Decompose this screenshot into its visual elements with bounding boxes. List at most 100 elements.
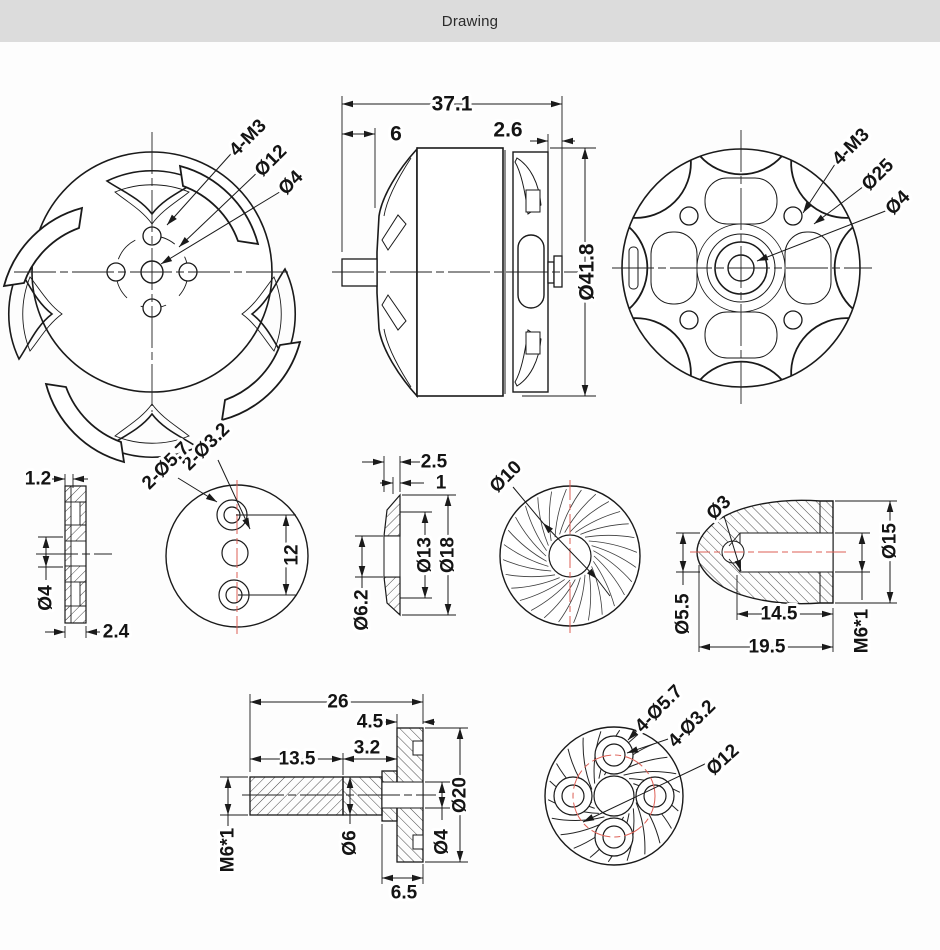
dim-shaft-length: 26: [327, 692, 348, 713]
dim-nut-length: 19.5: [749, 637, 786, 658]
adapter-center-bore: [593, 775, 635, 817]
dim-shaft-dia: Ø6: [340, 830, 361, 855]
dim-side-overall: 37.1: [432, 93, 473, 116]
leader-adapter-large-holes: [627, 717, 650, 741]
dim-side-front-len: 6: [390, 123, 402, 146]
mount-plate-view: 2-Ø3.2 2-Ø5.7 12: [135, 416, 309, 634]
side-bell-pocket: [381, 294, 407, 331]
washer-section-view: 1.2 Ø4 2.4: [22, 466, 133, 646]
adapter-hole-large: [594, 817, 634, 857]
dim-shaft-step-w: 3.2: [354, 738, 380, 759]
adapter-hole-mask: [595, 736, 633, 774]
dim-shaft-thread-len: 13.5: [279, 749, 316, 770]
technical-drawing-canvas: 4-M3 Ø12 Ø4 37.1: [3, 90, 918, 907]
leader-plate-small-holes: [217, 459, 251, 530]
side-bell-line: [383, 328, 412, 388]
side-bell: [376, 146, 418, 399]
side-capsule-slot: [517, 234, 545, 309]
dim-washer-lip: 1.2: [25, 469, 51, 490]
cone-bottom-section: [383, 576, 401, 617]
dim-shaft-hub-w: 6.5: [391, 883, 418, 904]
dim-washer-thickness: 2.4: [103, 622, 130, 643]
side-bell-pocket: [381, 214, 407, 251]
side-stub-collar: [553, 255, 563, 288]
adapter-bolt-circle-red: [572, 754, 656, 838]
dim-adapter-bolt-circle: Ø12: [703, 740, 744, 780]
washer-wall: [64, 485, 72, 624]
dim-shaft-flange-w: 4.5: [357, 712, 384, 733]
leader-adapter-bolt-circle: [582, 762, 708, 823]
cone-washer-view: 2.5 1 Ø13 Ø18 Ø6.2: [349, 449, 462, 634]
rim-blade: [45, 383, 125, 463]
dim-side-rear-len: 2.6: [493, 119, 522, 142]
dim-nut-thread: M6*1: [852, 608, 873, 653]
back-bolt-hole: [783, 310, 803, 330]
dim-cone-bore: Ø6.2: [352, 589, 373, 630]
adapter-hole-small: [561, 784, 585, 808]
side-slot-bottom: [525, 331, 541, 355]
side-slot-top: [525, 189, 541, 213]
dim-shaft-thread: M6*1: [218, 827, 239, 872]
leader-back-bolts: [802, 154, 842, 214]
leader-disc-bore-arrows: [542, 522, 598, 580]
dim-cone-mid-dia: Ø13: [415, 537, 436, 573]
dim-disc-bore: Ø10: [486, 457, 526, 497]
back-bolt-hole: [679, 310, 699, 330]
shaft-view: 26 4.5 13.5 3.2 M6*1 Ø6 Ø20: [215, 689, 474, 907]
side-view: 37.1 6 2.6 Ø41.8: [332, 90, 602, 399]
side-shaft-stub: [547, 261, 555, 284]
shaft-threaded-section: [249, 776, 344, 816]
dim-nut-tip-dia: Ø5.5: [673, 593, 694, 635]
dim-nut-outer-dia: Ø15: [880, 523, 901, 559]
adapter-hole-large: [553, 776, 593, 816]
leader-plate-large-holes: [177, 477, 218, 503]
dim-washer-bore: Ø4: [36, 585, 57, 611]
dim-front-shaft-hole: Ø4: [275, 166, 308, 199]
dim-cone-lip-w: 1: [436, 473, 447, 494]
dim-shaft-flange-dia: Ø20: [450, 777, 471, 813]
leader-disc-bore-tail: [596, 578, 611, 597]
leader-front-shaft-hole: [160, 189, 284, 265]
washer-wall: [79, 501, 87, 526]
spoke-opening-inner: [114, 403, 190, 444]
adapter-hole-mask: [595, 818, 633, 856]
leader-front-bolt-circle: [178, 167, 263, 248]
back-bolt-hole: [783, 206, 803, 226]
dim-nut-bore-depth: 14.5: [761, 604, 798, 625]
back-bolt-hole: [679, 206, 699, 226]
prop-nut-view: Ø3 Ø5.5 14.5 19.5 M6*1 Ø15: [670, 489, 904, 661]
dim-back-bolts: 4-M3: [828, 124, 873, 169]
leader-front-bolts: [166, 145, 239, 226]
shaft-plain-section: [342, 776, 383, 816]
cone-bore: [383, 535, 401, 578]
front-view: 4-M3 Ø12 Ø4: [3, 112, 311, 463]
leader-nut-tip-hole: [723, 515, 742, 572]
adapter-hole-small: [602, 825, 626, 849]
adapter-hole-large: [635, 776, 675, 816]
rotor-disc-view: Ø10: [483, 454, 641, 633]
leader-adapter-small-holes: [626, 735, 678, 754]
adapter-hole-large: [594, 735, 634, 775]
adapter-hole-small: [602, 743, 626, 767]
flange-notch: [412, 834, 424, 850]
side-bell-line: [383, 157, 412, 217]
disc-blades: [502, 488, 638, 624]
plate-center-hole: [221, 539, 249, 567]
washer-wall: [79, 581, 87, 607]
dim-back-shaft-hole: Ø4: [882, 186, 915, 219]
leader-back-bolt-circle: [813, 182, 869, 225]
dim-side-outer-dia: Ø41.8: [576, 243, 599, 301]
dim-cone-outer-w: 2.5: [421, 452, 448, 473]
dim-shaft-bore: Ø4: [432, 829, 453, 855]
dim-cone-outer-dia: Ø18: [438, 537, 459, 573]
dim-plate-spacing: 12: [282, 544, 303, 565]
prop-adapter-view: 4-Ø5.7 4-Ø3.2 Ø12: [544, 678, 746, 866]
adapter-hole-small: [643, 784, 667, 808]
leader-back-shaft-hole: [756, 209, 889, 262]
cone-top-section: [383, 493, 401, 537]
flange-notch: [412, 740, 424, 756]
side-shaft: [341, 258, 378, 287]
leader-disc-bore: [512, 486, 544, 524]
section-header-bar: Drawing: [0, 0, 940, 42]
